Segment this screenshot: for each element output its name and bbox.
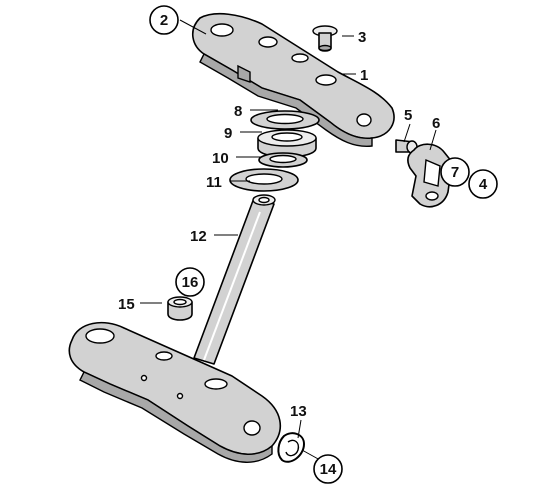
lower-fork-bridge	[68, 321, 281, 463]
bolt-part-3	[312, 25, 338, 52]
callout-2: 2	[149, 5, 179, 35]
label-3: 3	[358, 29, 366, 46]
label-2: 2	[160, 12, 168, 29]
label-8: 8	[234, 103, 242, 120]
callout-14: 14	[313, 454, 343, 484]
callout-4: 4	[468, 169, 498, 199]
label-4: 4	[479, 176, 488, 193]
clip-part-13	[277, 432, 306, 463]
upper-fork-bridge	[192, 12, 395, 147]
bearing-part-9	[257, 129, 317, 158]
label-7: 7	[451, 164, 459, 181]
label-9: 9	[224, 125, 232, 142]
callout-7: 7	[440, 157, 470, 187]
label-10: 10	[212, 150, 229, 167]
callout-16: 16	[175, 267, 205, 297]
label-5: 5	[404, 107, 412, 124]
label-14: 14	[320, 461, 337, 478]
spacer-part-15	[167, 296, 193, 321]
leader-lines	[140, 19, 437, 461]
washer-part-8	[250, 110, 320, 130]
label-13: 13	[290, 403, 307, 420]
label-6: 6	[432, 115, 440, 132]
steering-stem-part-12	[193, 194, 276, 365]
dust-cover-part-11	[229, 168, 299, 192]
label-16: 16	[182, 274, 199, 291]
label-15: 15	[118, 296, 135, 313]
label-11: 11	[206, 174, 222, 191]
seal-ring-part-10	[258, 152, 308, 168]
label-1: 1	[360, 67, 368, 84]
label-12: 12	[190, 228, 207, 245]
